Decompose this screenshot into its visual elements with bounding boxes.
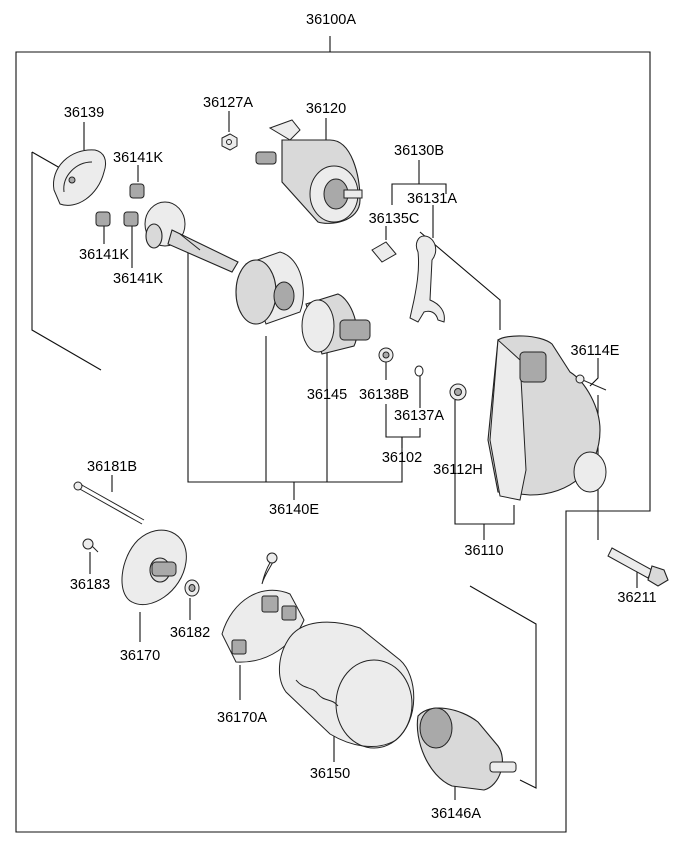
part-36183-screw (82, 538, 99, 553)
part-36127A-nut (221, 133, 238, 151)
part-planet-carrier-shaft (144, 201, 239, 273)
label-36182: 36182 (170, 625, 210, 641)
label-36120: 36120 (306, 101, 346, 117)
label-36145: 36145 (307, 387, 347, 403)
part-36120-solenoid (255, 119, 363, 224)
part-36150-yoke (279, 621, 415, 749)
part-labels: 36100A 36139 36127A 36120 36141K 36130B … (64, 12, 657, 822)
part-36170-rear-cover (121, 529, 187, 606)
label-36102: 36102 (382, 450, 422, 466)
assembly-frame (15, 36, 651, 833)
label-36114E: 36114E (571, 343, 620, 359)
label-36170A: 36170A (217, 710, 267, 726)
label-36110: 36110 (464, 543, 503, 559)
part-36146A-armature (416, 707, 517, 791)
part-36211-mounting-bolt (607, 547, 669, 587)
label-36150: 36150 (310, 766, 350, 782)
part-36131A-shift-lever (409, 235, 445, 323)
label-36130B: 36130B (394, 143, 444, 159)
label-36141K-top: 36141K (113, 150, 163, 166)
label-36141K-left: 36141K (79, 247, 129, 263)
part-36112H-bushing (449, 383, 467, 401)
label-36139: 36139 (64, 105, 104, 121)
label-36131A: 36131A (407, 191, 457, 207)
part-36137A-ring (414, 365, 424, 377)
part-36135C-plunger-cap (371, 241, 397, 263)
label-36137A: 36137A (394, 408, 444, 424)
part-36141K-gears (95, 183, 145, 227)
part-36138B-washer (378, 347, 394, 363)
label-36100A: 36100A (306, 12, 356, 28)
part-36145-overrunning-clutch (301, 293, 371, 355)
part-36102-housing-middle (235, 251, 304, 325)
part-36181B-through-bolt (73, 481, 145, 525)
part-36114E-bolt (575, 374, 607, 391)
label-36127A: 36127A (203, 95, 253, 111)
label-36211: 36211 (617, 590, 656, 606)
leader-lines (31, 111, 638, 800)
part-36110-front-housing (487, 335, 607, 501)
label-36170: 36170 (120, 648, 160, 664)
label-36112H: 36112H (433, 462, 483, 478)
label-36140E: 36140E (269, 502, 319, 518)
part-36139-cover (53, 149, 107, 206)
label-36183: 36183 (70, 577, 110, 593)
part-36182-bushing (184, 579, 200, 597)
part-36170A-brush-holder (221, 552, 305, 663)
label-36146A: 36146A (431, 806, 481, 822)
label-36181B: 36181B (87, 459, 137, 475)
label-36135C: 36135C (369, 211, 420, 227)
label-36138B: 36138B (359, 387, 409, 403)
label-36141K-bottom: 36141K (113, 271, 163, 287)
